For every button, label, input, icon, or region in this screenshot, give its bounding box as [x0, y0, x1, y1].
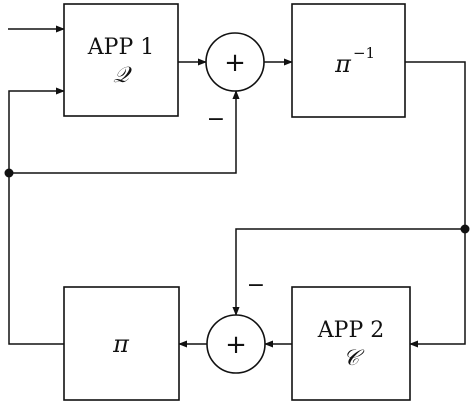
deinterleaver-block: π −1 — [291, 3, 406, 118]
bottom-minus-wire — [232, 228, 465, 316]
interleaver-output-wire — [8, 173, 64, 345]
app1-block: APP 1 𝒬 — [63, 3, 179, 117]
deinterleaver-superscript: −1 — [353, 44, 375, 62]
app2-block: APP 2 𝒞 — [291, 286, 411, 401]
interleaver-symbol: π — [112, 330, 130, 358]
app2-title: APP 2 — [317, 318, 384, 343]
app1-title: APP 1 — [87, 35, 154, 60]
bottom-summer: + — [206, 314, 266, 374]
deinterleaver-symbol: π — [334, 50, 352, 78]
right-junction-dot — [460, 224, 470, 234]
top-summer: + — [205, 32, 265, 92]
app1-symbol: 𝒬 — [113, 63, 132, 88]
bottom-summer-sign: + — [225, 330, 247, 360]
top-summer-sign: + — [224, 48, 246, 78]
app2-input-wire — [409, 229, 466, 348]
interleaver-block: π — [63, 286, 180, 401]
left-junction-dot — [4, 168, 14, 178]
bottom-minus-label: − — [247, 273, 265, 298]
top-minus-wire — [9, 90, 240, 174]
top-minus-label: − — [207, 107, 225, 132]
deinterleaver-output-wire — [405, 61, 466, 229]
app1-feedback-wire — [8, 87, 65, 173]
